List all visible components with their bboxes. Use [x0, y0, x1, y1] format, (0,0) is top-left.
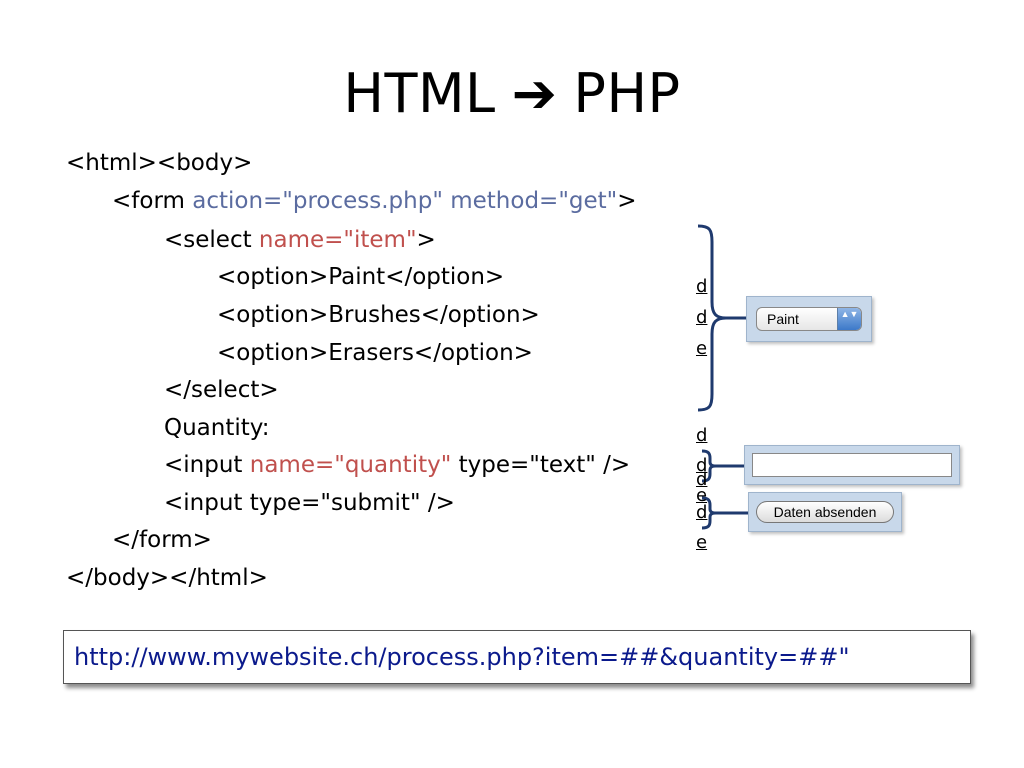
code-tag-close: >: [617, 188, 637, 214]
text-input-preview: [744, 445, 960, 485]
right-arrow-icon: ➔: [511, 62, 558, 125]
select-value: Paint: [767, 311, 799, 327]
code-tag-input: <input: [164, 452, 250, 478]
code-tag-select: <select: [164, 227, 259, 253]
glyph-d: d: [696, 469, 708, 490]
submit-preview: Daten absenden: [748, 492, 902, 532]
glyph-e: e: [696, 338, 708, 359]
code-line-8: Quantity:: [164, 415, 270, 441]
code-form-attributes: action="process.php" method="get": [192, 188, 618, 214]
select-bracket-icon: [697, 224, 746, 412]
glyph-d: d: [696, 307, 708, 328]
url-box: http://www.mywebsite.ch/process.php?item…: [63, 630, 971, 684]
code-line-3: <select name="item">: [164, 226, 436, 254]
code-line-12: </body></html>: [66, 565, 268, 591]
submit-button[interactable]: Daten absenden: [756, 501, 894, 523]
code-line-1: <html><body>: [66, 150, 253, 176]
glyph-e: e: [696, 485, 708, 506]
code-line-11: </form>: [112, 527, 212, 553]
code-line-10: <input type="submit" />: [164, 490, 455, 516]
code-tag-form: <form: [112, 188, 193, 214]
code-line-2: <form action="process.php" method="get">: [112, 187, 637, 215]
text-input-bracket-icon: [701, 449, 748, 483]
glyph-d: d: [696, 276, 708, 297]
quantity-input[interactable]: [752, 453, 952, 477]
glyph-d: d: [696, 425, 708, 446]
glyph-d: d: [696, 455, 708, 476]
code-tag-close: >: [416, 227, 436, 253]
code-line-7: </select>: [164, 377, 279, 403]
item-select[interactable]: Paint ▲▼: [756, 307, 862, 331]
url-text: http://www.mywebsite.ch/process.php?item…: [74, 643, 850, 671]
select-arrows-icon: ▲▼: [837, 308, 861, 330]
code-line-6: <option>Erasers</option>: [217, 340, 533, 366]
code-input-name: name="quantity": [249, 452, 452, 478]
glyph-e: e: [696, 532, 708, 553]
code-line-9: <input name="quantity" type="text" />: [164, 451, 630, 479]
submit-bracket-icon: [701, 496, 748, 530]
title-php: PHP: [573, 62, 681, 125]
code-line-4: <option>Paint</option>: [217, 264, 505, 290]
select-preview: Paint ▲▼: [746, 296, 872, 342]
code-input-type: type="text" />: [451, 452, 631, 478]
code-select-name: name="item": [258, 227, 417, 253]
code-line-5: <option>Brushes</option>: [217, 302, 540, 328]
title-html: HTML: [343, 62, 496, 125]
slide-title: HTML➔PHP: [0, 62, 1024, 125]
glyph-d: d: [696, 502, 708, 523]
